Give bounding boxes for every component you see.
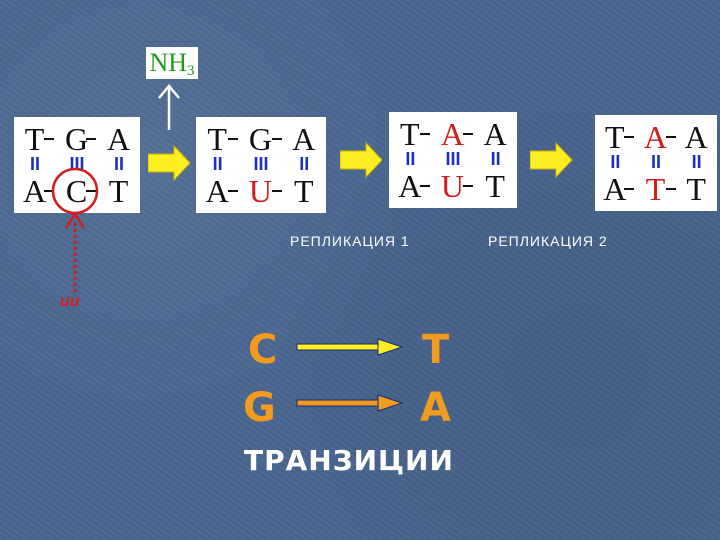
mutated-base: A bbox=[643, 118, 669, 155]
hydrogen-bonds: II III II bbox=[196, 153, 326, 174]
base: C bbox=[65, 172, 89, 209]
hydrogen-bonds: II II II bbox=[595, 151, 717, 172]
top-strand: T G A bbox=[196, 121, 326, 157]
bottom-strand: A C T bbox=[14, 173, 140, 209]
transition-arrow-1 bbox=[296, 338, 404, 356]
mutagen-label: ии bbox=[60, 293, 80, 310]
bottom-strand: A T T bbox=[595, 171, 717, 207]
base: A bbox=[292, 120, 317, 157]
bond: II bbox=[691, 151, 702, 172]
base: T bbox=[400, 115, 421, 152]
step-arrow-3 bbox=[530, 142, 573, 178]
dna-card-replication-1: T A A II III II A U T bbox=[389, 112, 517, 208]
base: T bbox=[207, 120, 228, 157]
transition-to-t: T bbox=[422, 327, 450, 373]
bond: III bbox=[445, 148, 461, 169]
base: A bbox=[398, 167, 423, 204]
mutated-base: U bbox=[440, 167, 466, 204]
base: G bbox=[248, 120, 274, 157]
label-replication-1: РЕПЛИКАЦИЯ 1 bbox=[290, 233, 410, 249]
top-strand: T A A bbox=[389, 116, 517, 152]
bond: II bbox=[113, 153, 124, 174]
bond: II bbox=[212, 153, 223, 174]
top-strand: T G A bbox=[14, 121, 140, 157]
base: A bbox=[205, 172, 230, 209]
transitions-title: ТРАНЗИЦИИ bbox=[244, 444, 454, 477]
bond: II bbox=[299, 153, 310, 174]
base: A bbox=[106, 120, 132, 157]
mutated-base: T bbox=[645, 170, 667, 207]
transition-arrow-2 bbox=[296, 394, 404, 412]
base: A bbox=[603, 170, 628, 207]
bond: II bbox=[650, 151, 661, 172]
dna-card-replication-2: T A A II II II A T T bbox=[595, 115, 717, 211]
bottom-strand: A U T bbox=[196, 173, 326, 209]
release-arrow bbox=[158, 84, 180, 130]
transition-to-a: A bbox=[420, 385, 451, 431]
base: T bbox=[686, 170, 707, 207]
mutated-base: A bbox=[440, 115, 466, 152]
base: T bbox=[605, 118, 626, 155]
base: T bbox=[108, 172, 130, 209]
hydrogen-bonds: II III II bbox=[389, 148, 517, 169]
top-strand: T A A bbox=[595, 119, 717, 155]
mutated-base: U bbox=[248, 172, 274, 209]
base: A bbox=[22, 172, 48, 209]
transition-from-c: C bbox=[248, 327, 278, 373]
base: G bbox=[64, 120, 90, 157]
nh3-label: NH3 bbox=[146, 47, 198, 79]
step-arrow-1 bbox=[148, 145, 191, 181]
transition-from-g: G bbox=[243, 385, 276, 431]
bond: II bbox=[610, 151, 621, 172]
base: A bbox=[483, 115, 508, 152]
dna-card-original: T G A II III II A C T bbox=[14, 117, 140, 213]
bond: II bbox=[490, 148, 501, 169]
bottom-strand: A U T bbox=[389, 168, 517, 204]
step-arrow-2 bbox=[340, 142, 383, 178]
dna-card-deaminated: T G A II III II A U T bbox=[196, 117, 326, 213]
bond: III bbox=[253, 153, 269, 174]
base: T bbox=[485, 167, 506, 204]
base: A bbox=[684, 118, 709, 155]
base: T bbox=[294, 172, 315, 209]
bond: II bbox=[405, 148, 416, 169]
bond: II bbox=[29, 153, 40, 174]
base: T bbox=[24, 120, 46, 157]
label-replication-2: РЕПЛИКАЦИЯ 2 bbox=[488, 233, 608, 249]
